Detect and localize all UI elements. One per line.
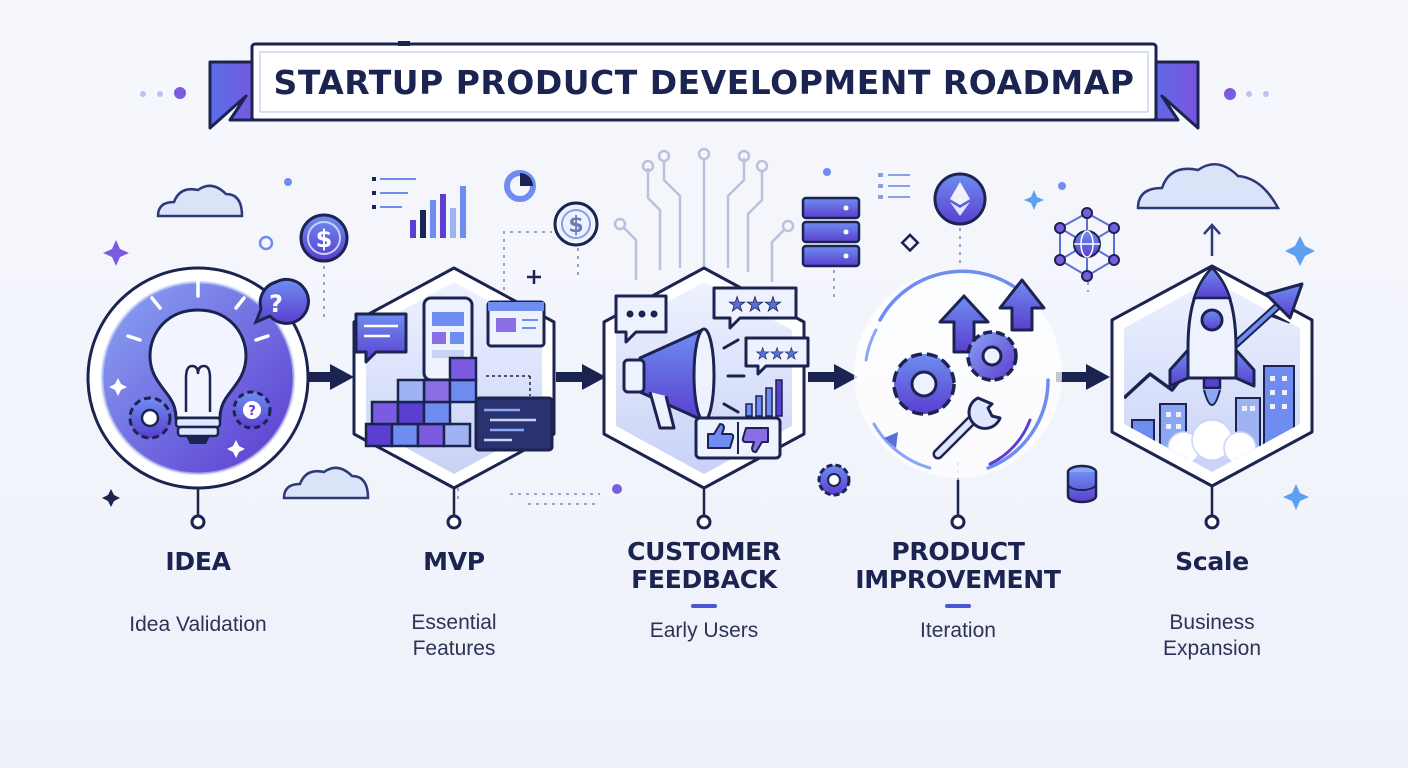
stage-2-mvp-illustration [352, 266, 556, 530]
question-bubble-icon: ? [253, 277, 310, 325]
network-globe-icon [1054, 207, 1120, 282]
rocket-icon [1168, 266, 1256, 406]
diamond-decor [900, 233, 920, 253]
svg-text:★★★: ★★★ [755, 344, 798, 363]
up-arrow-decor [1203, 223, 1221, 256]
bar-chart-decor [372, 177, 466, 238]
flow-arrow-2 [556, 364, 606, 390]
sparkle-icons [102, 190, 1315, 510]
pie-chart-decor [504, 170, 536, 202]
server-icon [801, 196, 861, 268]
stage-1-idea-illustration: ? ? [86, 266, 310, 530]
title-underline [945, 604, 971, 608]
list-decor [878, 173, 910, 199]
circuit-lines-decor [613, 147, 795, 282]
title-underline [691, 604, 717, 608]
building-blocks-icon [364, 356, 478, 448]
svg-text:$: $ [316, 225, 333, 253]
lightbulb-icon [126, 280, 270, 444]
chat-window-icon [354, 312, 408, 364]
flow-arrow-1 [300, 364, 354, 390]
small-gear-icon [817, 463, 851, 497]
stage-5-scale-illustration [1110, 264, 1314, 530]
chat-bubble-dots-icon [614, 294, 668, 344]
growth-arrow-icon [1232, 282, 1304, 348]
mvp-build-icon [354, 296, 554, 452]
stage-subtitle: Early Users [649, 619, 759, 642]
wrench-icon [932, 396, 1002, 460]
flow-arrow-4 [1056, 364, 1110, 390]
thumbs-feedback-icon [694, 416, 782, 460]
coin-icon-left: $ [299, 213, 349, 263]
banner-box [250, 42, 1158, 122]
stage-subtitle: Idea Validation [129, 613, 267, 636]
cloud-icons [156, 163, 1281, 500]
svg-text:?: ? [269, 290, 283, 318]
stage-1-label: IDEA Idea Validation [98, 548, 298, 638]
flow-arrow-3 [808, 364, 858, 390]
gear-question-icon: ? [232, 390, 272, 430]
page-title: STARTUP PRODUCT DEVELOPMENT ROADMAP [273, 62, 1135, 102]
rating-bubble-mid-icon: ★★★ [744, 336, 810, 376]
mini-chart-icon [745, 379, 783, 417]
stage-title: Scale [1175, 547, 1249, 576]
stage-subtitle: Iteration [920, 619, 996, 642]
stage-title: IDEA [165, 547, 231, 576]
coin-icon-mid: $ [553, 201, 599, 247]
stage-title: MVP [423, 547, 485, 576]
svg-text:?: ? [248, 404, 256, 419]
svg-text:$: $ [568, 213, 583, 238]
svg-text:★★★: ★★★ [728, 292, 782, 316]
browser-window-icon [486, 300, 546, 348]
gears-icon [892, 330, 1018, 416]
stage-4-improvement-illustration [817, 269, 1098, 530]
database-icon [1066, 464, 1098, 504]
crypto-coin-icon [933, 172, 987, 226]
stage-3-feedback-illustration: ★★★ ★★★ [602, 266, 810, 530]
code-window-icon [474, 396, 554, 452]
rating-bubble-top-icon: ★★★ [712, 286, 798, 330]
decor-dots [140, 87, 1269, 494]
gear-icon-idea-left [128, 396, 172, 440]
title-banner [208, 41, 1200, 130]
